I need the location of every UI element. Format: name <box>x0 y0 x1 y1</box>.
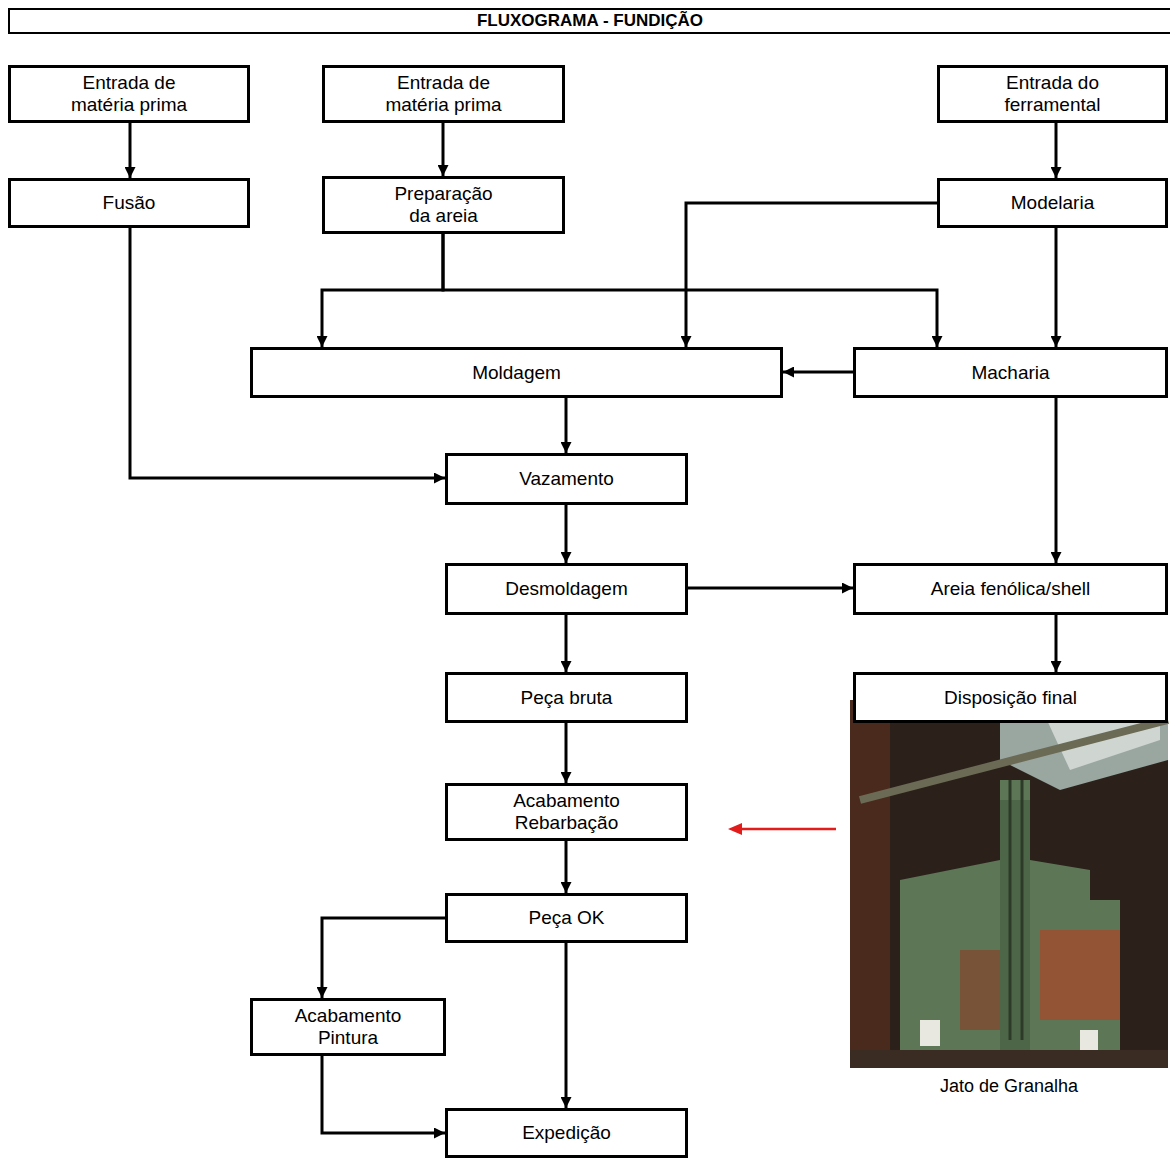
process-box: Disposição final <box>853 672 1168 723</box>
process-box: Acabamento Rebarbação <box>445 783 688 841</box>
box-label: Vazamento <box>519 468 614 490</box>
box-label: Macharia <box>971 362 1049 384</box>
process-box: Modelaria <box>937 178 1168 228</box>
process-box: Areia fenólica/shell <box>853 563 1168 615</box>
process-box: Desmoldagem <box>445 563 688 615</box>
flow-connector <box>688 587 853 590</box>
process-box: Macharia <box>853 347 1168 398</box>
box-label: Moldagem <box>472 362 561 384</box>
box-label: Disposição final <box>944 687 1077 709</box>
title-bar: FLUXOGRAMA - FUNDIÇÃO <box>8 8 1170 34</box>
flow-connector <box>322 234 443 347</box>
process-box: Acabamento Pintura <box>250 998 446 1056</box>
box-label: Expedição <box>522 1122 611 1144</box>
box-label: Areia fenólica/shell <box>931 578 1090 600</box>
flow-connector <box>565 398 568 453</box>
process-box: Peça OK <box>445 893 688 943</box>
process-box: Peça bruta <box>445 672 688 723</box>
process-box: Preparação da areia <box>322 176 565 234</box>
box-label: Peça OK <box>528 907 604 929</box>
process-box: Fusão <box>8 178 250 228</box>
photo-caption: Jato de Granalha <box>850 1076 1168 1097</box>
box-label: Desmoldagem <box>505 578 628 600</box>
flow-connector <box>322 1056 445 1133</box>
flow-connector <box>565 841 568 893</box>
flow-connector <box>565 505 568 563</box>
process-box: Vazamento <box>445 453 688 505</box>
flow-connector <box>783 371 853 374</box>
flow-connector <box>1055 615 1058 672</box>
flow-connector <box>1055 398 1058 563</box>
box-label: Fusão <box>103 192 156 214</box>
flow-connector <box>322 918 445 998</box>
flow-connector <box>443 234 937 347</box>
box-label: Peça bruta <box>521 687 613 709</box>
flow-connector <box>565 943 568 1108</box>
process-box: Expedição <box>445 1108 688 1158</box>
box-label: Entrada do ferramental <box>973 72 1133 116</box>
box-label: Entrada de matéria prima <box>364 72 524 116</box>
box-label: Acabamento Pintura <box>278 1005 418 1049</box>
title: FLUXOGRAMA - FUNDIÇÃO <box>477 11 703 31</box>
process-box: Entrada de matéria prima <box>322 65 565 123</box>
flow-connector <box>1055 123 1058 178</box>
process-box: Moldagem <box>250 347 783 398</box>
flow-connector <box>565 723 568 783</box>
flow-connector <box>442 123 445 176</box>
flow-connector <box>1055 228 1058 347</box>
flow-connector <box>686 203 937 347</box>
box-label: Preparação da areia <box>384 183 504 227</box>
box-label: Modelaria <box>1011 192 1094 214</box>
flow-connector <box>565 615 568 672</box>
process-box: Entrada de matéria prima <box>8 65 250 123</box>
box-label: Entrada de matéria prima <box>49 72 209 116</box>
box-label: Acabamento Rebarbação <box>497 790 637 834</box>
flow-connector <box>129 123 132 178</box>
process-box: Entrada do ferramental <box>937 65 1168 123</box>
